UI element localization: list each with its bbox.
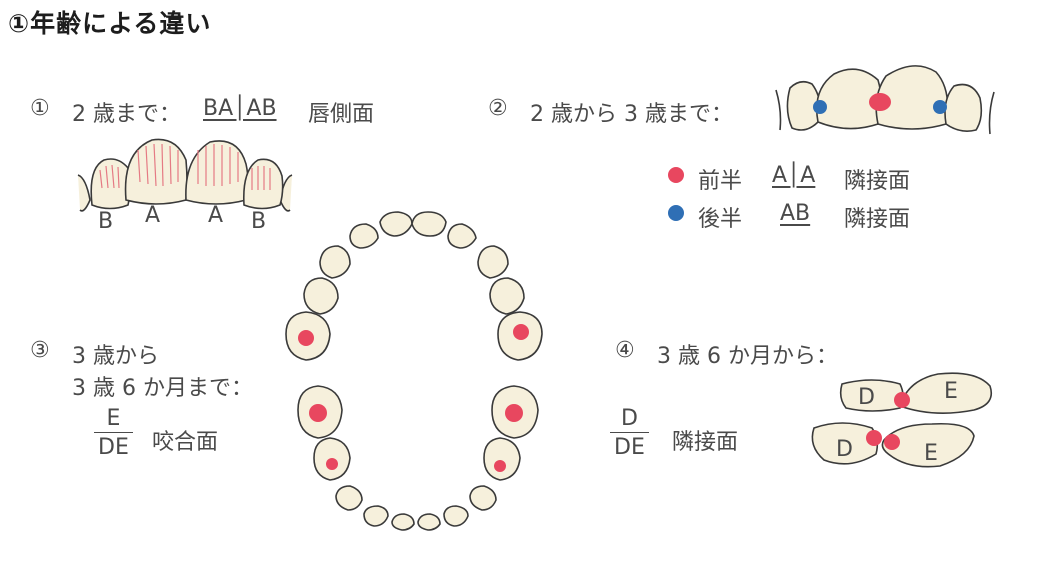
tooth-letter-e: E — [944, 379, 958, 404]
section4-numerator: D — [620, 406, 638, 431]
section4-surface: 隣接面 — [672, 430, 739, 455]
legend-second-half-teeth: AB — [780, 201, 811, 226]
legend-second-half-label: 後半 — [698, 207, 743, 232]
section1-surface: 唇側面 — [308, 102, 375, 127]
legend-first-half-teeth: A│A — [772, 163, 816, 188]
tooth-letter-d: D — [836, 437, 853, 462]
section3-fraction: E DE — [94, 406, 133, 460]
molar-proximal-view-icon — [775, 65, 995, 135]
tooth-letter-a: A — [208, 203, 223, 228]
section4-label: 3 歳 6 か月から： — [657, 344, 838, 369]
legend-red-dot-icon — [668, 167, 684, 183]
tooth-letter-e: E — [924, 441, 938, 466]
section3-number: ③ — [30, 338, 50, 363]
tooth-letter-a: A — [145, 203, 160, 228]
section2-label: 2 歳から 3 歳まで： — [530, 102, 733, 127]
legend-first-half-surface: 隣接面 — [844, 169, 911, 194]
section1-number: ① — [30, 96, 50, 121]
de-molars-contact-icon — [811, 372, 993, 468]
section3-numerator: E — [106, 406, 121, 431]
section1-label: 2 歳まで： — [72, 102, 181, 127]
section4-denominator: DE — [614, 435, 645, 460]
legend-blue-dot-icon — [668, 205, 684, 221]
tooth-letter-b: B — [251, 209, 266, 234]
section4-number: ④ — [615, 338, 635, 363]
section3-surface: 咬合面 — [152, 430, 219, 455]
section3-line1: 3 歳から — [72, 344, 159, 369]
section2-number: ② — [488, 96, 508, 121]
fraction-bar — [94, 432, 133, 433]
section3-line2: 3 歳 6 か月まで： — [72, 376, 253, 401]
section3-denominator: DE — [98, 435, 129, 460]
tooth-letter-b: B — [98, 209, 113, 234]
section4-fraction: D DE — [610, 406, 649, 460]
caries-dots — [298, 93, 947, 472]
fraction-bar — [610, 432, 649, 433]
legend-second-half-surface: 隣接面 — [844, 207, 911, 232]
legend-first-half-label: 前半 — [698, 169, 743, 194]
tooth-letter-d: D — [858, 385, 875, 410]
page-title: ①年齢による違い — [8, 9, 212, 38]
dental-arch-icon — [285, 211, 543, 531]
front-teeth-labial-icon — [77, 138, 293, 212]
section1-teeth-notation: BA│AB — [203, 96, 277, 121]
